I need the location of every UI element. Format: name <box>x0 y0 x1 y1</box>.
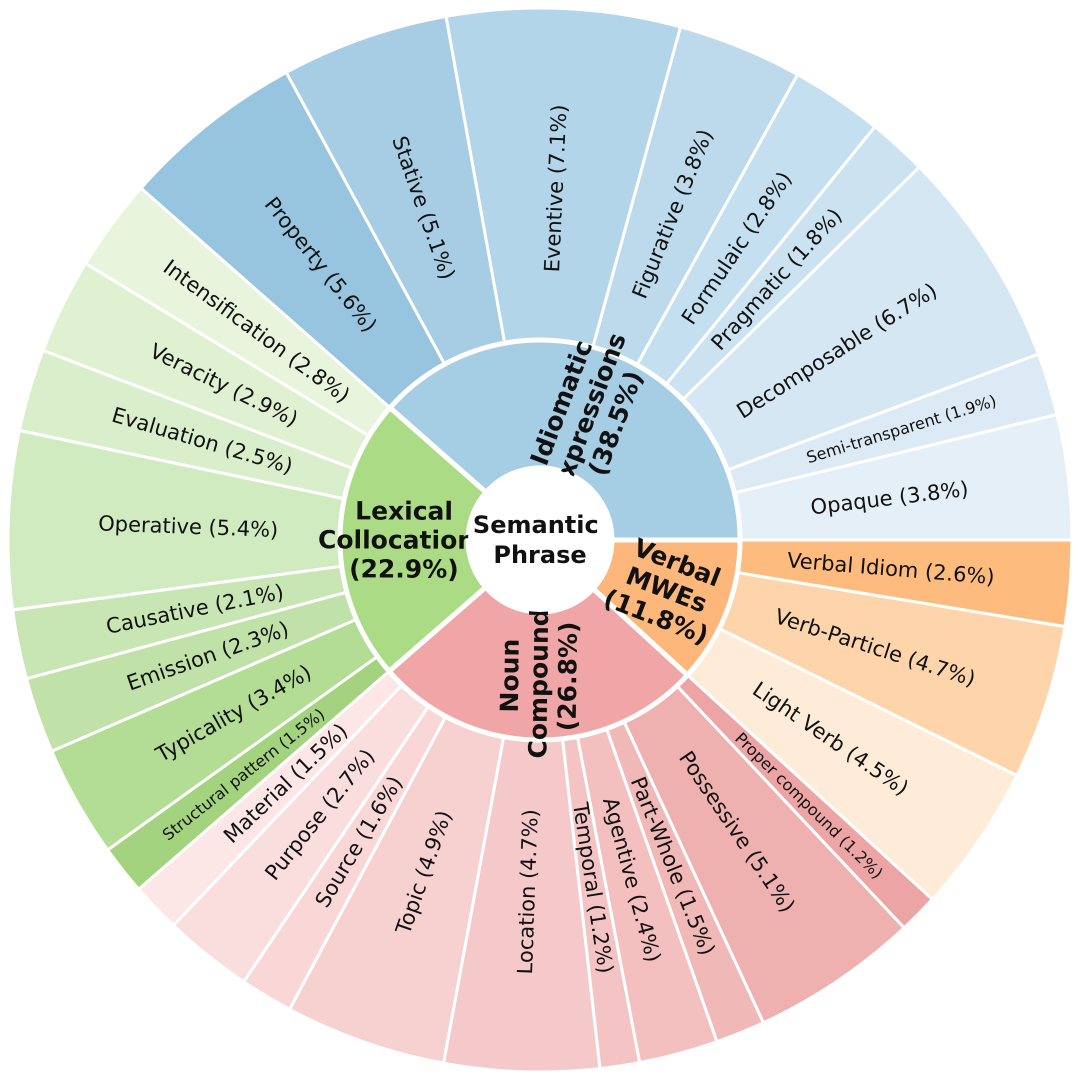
center: Semantic Phrase <box>468 468 612 612</box>
center-hole <box>468 468 612 612</box>
center-label-line-1: Semantic <box>473 511 599 539</box>
center-label-line-2: Phrase <box>493 541 586 569</box>
outer-ring: Opaque (3.8%)Semi-transparent (1.9%)Deco… <box>6 6 1074 1074</box>
inner-label-noun-compounds: NounCompounds(26.8%) <box>494 593 583 759</box>
center-label: Semantic Phrase <box>473 511 607 569</box>
outer-label-location: Location (4.7%) <box>513 809 543 975</box>
